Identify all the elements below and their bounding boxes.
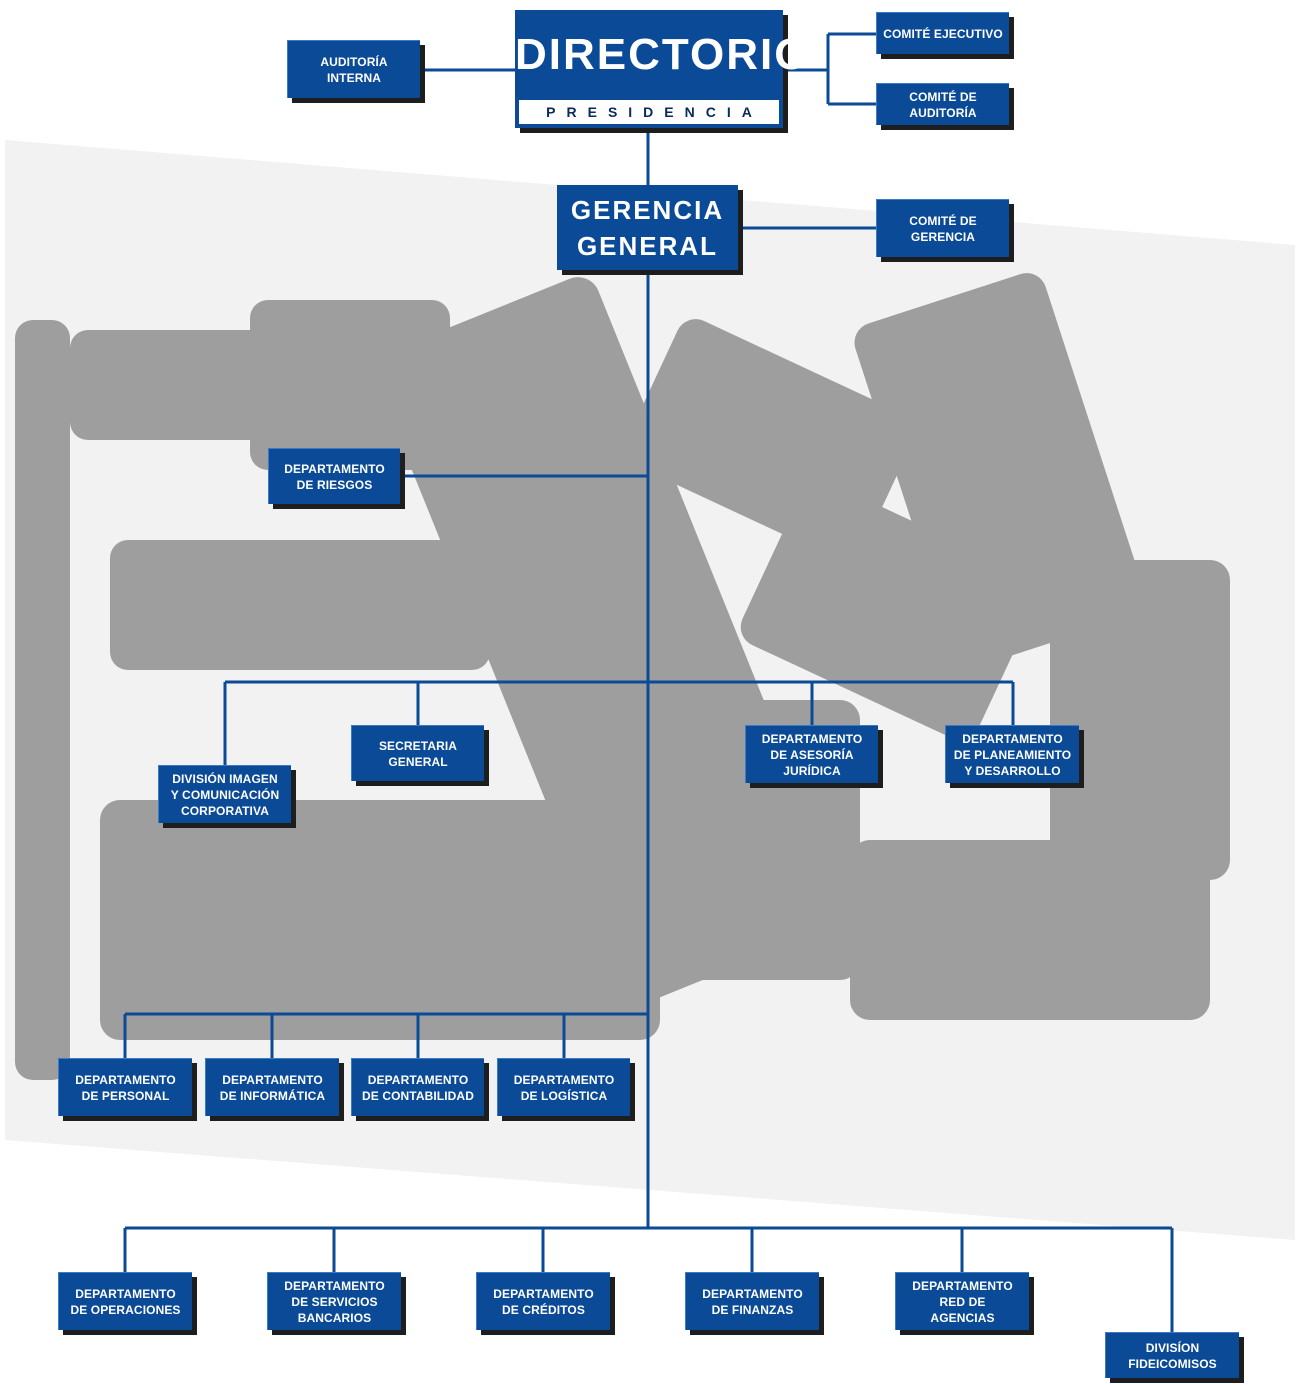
directorio-box: DIRECTORIO PRESIDENCIA (515, 10, 811, 128)
comite-ejecutivo-box: COMITÉ EJECUTIVO (876, 12, 1009, 54)
departamento-contabilidad-box: DEPARTAMENTO DE CONTABILIDAD (351, 1058, 484, 1116)
comite-auditoria-box: COMITÉ DE AUDITORÍA (876, 83, 1009, 125)
directorio-title: DIRECTORIO (515, 30, 811, 79)
departamento-red-agencias-box: DEPARTAMENTO RED DE AGENCIAS (895, 1272, 1029, 1330)
departamento-creditos-box: DEPARTAMENTO DE CRÉDITOS (476, 1272, 610, 1330)
presidencia-label: PRESIDENCIA (519, 100, 779, 124)
division-fideicomisos-box: DIVISÍON FIDEICOMISOS (1105, 1332, 1239, 1378)
comite-gerencia-box: COMITÉ DE GERENCIA (876, 199, 1009, 257)
departamento-finanzas-box: DEPARTAMENTO DE FINANZAS (685, 1272, 819, 1330)
departamento-servicios-bancarios-box: DEPARTAMENTO DE SERVICIOS BANCARIOS (267, 1272, 401, 1330)
secretaria-general-box: SECRETARIA GENERAL (351, 725, 484, 781)
departamento-operaciones-box: DEPARTAMENTO DE OPERACIONES (58, 1272, 192, 1330)
departamento-planeamiento-box: DEPARTAMENTO DE PLANEAMIENTO Y DESARROLL… (945, 725, 1079, 783)
departamento-asesoria-box: DEPARTAMENTO DE ASESORÍA JURÍDICA (745, 725, 878, 783)
auditoria-interna-box: AUDITORÍA INTERNA (287, 40, 420, 98)
departamento-logistica-box: DEPARTAMENTO DE LOGÍSTICA (497, 1058, 630, 1116)
gerencia-general-box: GERENCIA GENERAL (557, 185, 738, 270)
departamento-personal-box: DEPARTAMENTO DE PERSONAL (58, 1058, 192, 1116)
division-imagen-box: DIVISIÓN IMAGEN Y COMUNICACIÓN CORPORATI… (158, 765, 291, 823)
departamento-riesgos-box: DEPARTAMENTO DE RIESGOS (268, 448, 400, 504)
departamento-informatica-box: DEPARTAMENTO DE INFORMÁTICA (205, 1058, 339, 1116)
